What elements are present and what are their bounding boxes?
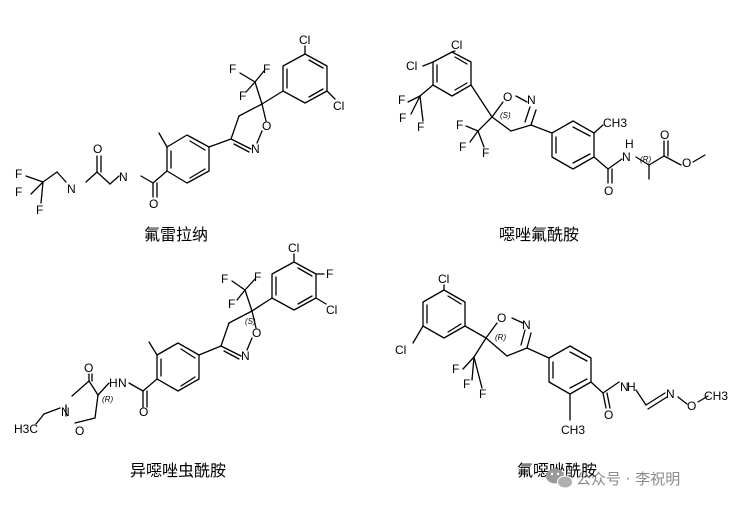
atom-f: F xyxy=(456,118,463,132)
atom-o: O xyxy=(660,128,669,142)
structure-fluralaner: Cl Cl F F F O N O N O N F F F 氟雷拉纳 xyxy=(15,33,344,244)
atom-n: N xyxy=(666,387,675,401)
atom-o: O xyxy=(497,311,506,325)
atom-n: N xyxy=(622,150,631,164)
bonds xyxy=(412,284,709,421)
atom-o: O xyxy=(75,424,84,438)
bonds xyxy=(407,50,706,184)
atom-ch3: CH3 xyxy=(603,116,627,130)
atom-cl: Cl xyxy=(299,33,310,47)
atom-n: N xyxy=(522,318,531,332)
bonds xyxy=(25,45,336,204)
atom-f: F xyxy=(221,272,228,286)
atom-ch3: CH3 xyxy=(704,389,728,403)
atom-cl: Cl xyxy=(406,59,417,73)
atom-h: H xyxy=(625,137,634,151)
wechat-icon xyxy=(546,468,573,489)
atom-o: O xyxy=(93,142,102,156)
atom-f: F xyxy=(239,89,246,103)
atom-cl: Cl xyxy=(288,241,299,255)
atom-f: F xyxy=(15,167,22,181)
atom-f: F xyxy=(228,297,235,311)
atom-n: N xyxy=(241,349,250,363)
atom-f: F xyxy=(399,111,406,125)
atom-cl: Cl xyxy=(333,99,344,113)
bonds xyxy=(35,253,327,425)
atom-f: F xyxy=(254,270,261,284)
atom-f: F xyxy=(459,140,466,154)
stereo-label: (R) xyxy=(102,395,113,404)
atom-h: H xyxy=(109,376,118,390)
stereo-label: (S) xyxy=(500,111,511,120)
watermark-text: 公众号 · 李祝明 xyxy=(576,470,680,488)
atom-o: O xyxy=(604,184,613,198)
compound-caption: 氟雷拉纳 xyxy=(144,225,208,244)
atom-n: N xyxy=(61,405,70,419)
stereo-label: (S) xyxy=(245,317,256,326)
watermark: 公众号 · 李祝明 xyxy=(546,468,680,489)
atom-f: F xyxy=(417,120,424,134)
atom-o: O xyxy=(252,326,261,340)
atom-n: N xyxy=(527,93,536,107)
atom-f: F xyxy=(452,362,459,376)
atom-cl: Cl xyxy=(451,38,462,52)
atom-labels: Cl F Cl F F F O N O N H O N O H3C (S) (R… xyxy=(14,241,337,438)
atom-cl: Cl xyxy=(395,343,406,357)
atom-h3c: H3C xyxy=(14,422,38,436)
atom-labels: Cl Cl F F F O N F F F CH3 N H O O O (S) … xyxy=(398,38,691,198)
atom-nh: N xyxy=(67,182,76,196)
compound-caption: 噁唑氟酰胺 xyxy=(499,225,579,244)
atom-f: F xyxy=(398,93,405,107)
atom-o: O xyxy=(682,156,691,170)
atom-f: F xyxy=(482,146,489,160)
atom-o: O xyxy=(687,399,696,413)
atom-o: O xyxy=(84,361,93,375)
atom-cl: Cl xyxy=(326,303,337,317)
atom-ch3: CH3 xyxy=(561,423,585,437)
atom-o: O xyxy=(604,408,613,422)
atom-n: N xyxy=(251,142,260,156)
atom-cl: Cl xyxy=(438,272,449,286)
atom-o: O xyxy=(262,119,271,133)
atom-f: F xyxy=(229,62,236,76)
atom-labels: Cl Cl F F F O N O N O N F F F xyxy=(15,33,344,217)
structure-isocycloseram: Cl F Cl F F F O N O N H O N O H3C (S) (R… xyxy=(14,241,337,480)
atom-f: F xyxy=(15,185,22,199)
atom-f: F xyxy=(263,62,270,76)
stereo-label: (R) xyxy=(495,333,506,342)
structure-oxazolidamide: Cl Cl F F F O N F F F CH3 N H O O O (S) … xyxy=(398,38,706,244)
atom-nh: N xyxy=(119,170,128,184)
atom-o: O xyxy=(139,405,148,419)
atom-f: F xyxy=(463,377,470,391)
compound-caption: 异噁唑虫酰胺 xyxy=(130,461,226,480)
stereo-label: (R) xyxy=(640,155,651,164)
structure-fluoxazolamide: Cl Cl O N F F F O N H N O CH3 CH3 (R) 氟噁… xyxy=(395,272,728,480)
atom-n: N xyxy=(620,380,629,394)
atom-f: F xyxy=(326,267,333,281)
atom-o: O xyxy=(149,197,158,211)
atom-f: F xyxy=(36,203,43,217)
atom-o: O xyxy=(503,90,512,104)
atom-h: H xyxy=(627,380,636,394)
atom-n: N xyxy=(118,376,127,390)
atom-labels: Cl Cl O N F F F O N H N O CH3 CH3 (R) xyxy=(395,272,728,437)
atom-f: F xyxy=(479,387,486,401)
